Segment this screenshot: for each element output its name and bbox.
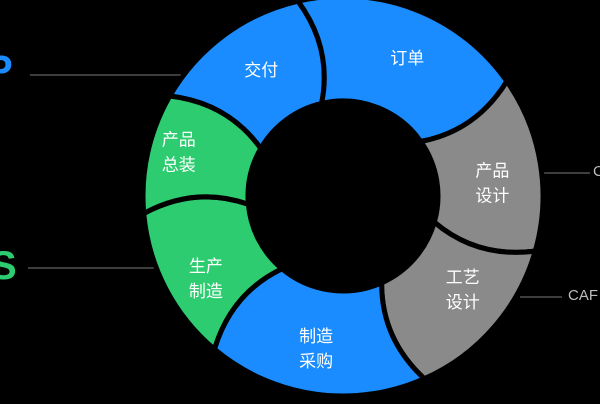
segment-zhizao-caigou-label-2: 采购 — [299, 352, 333, 372]
left-top-edge-label: P — [0, 48, 13, 93]
center-hole — [248, 101, 438, 291]
segment-zhizao-caigou-label-1: 制造 — [299, 327, 333, 347]
segment-gongyi-sheji-label-1: 工艺 — [446, 268, 480, 288]
segment-shengchan-zhizao-label-1: 生产 — [189, 257, 223, 277]
right-bottom-edge-label: CAF — [568, 287, 598, 304]
segment-chanpin-zongzhuang-label-1: 产品 — [162, 131, 196, 151]
segment-chanpin-zongzhuang-label-2: 总装 — [162, 156, 196, 176]
segment-gongyi-sheji-label-2: 设计 — [446, 293, 480, 313]
right-top-edge-label: C — [593, 163, 600, 180]
segment-shengchan-zhizao-label-2: 制造 — [189, 282, 223, 302]
segment-dingdan-label-1: 订单 — [390, 49, 424, 69]
segment-chanpin-zongzhuang — [140, 93, 264, 216]
segment-chanpin-sheji-label-1: 产品 — [475, 161, 509, 181]
segment-jiaofu-label-1: 交付 — [244, 61, 278, 81]
segment-chanpin-sheji-label-2: 设计 — [475, 186, 509, 206]
left-bottom-edge-label: S — [0, 244, 17, 288]
